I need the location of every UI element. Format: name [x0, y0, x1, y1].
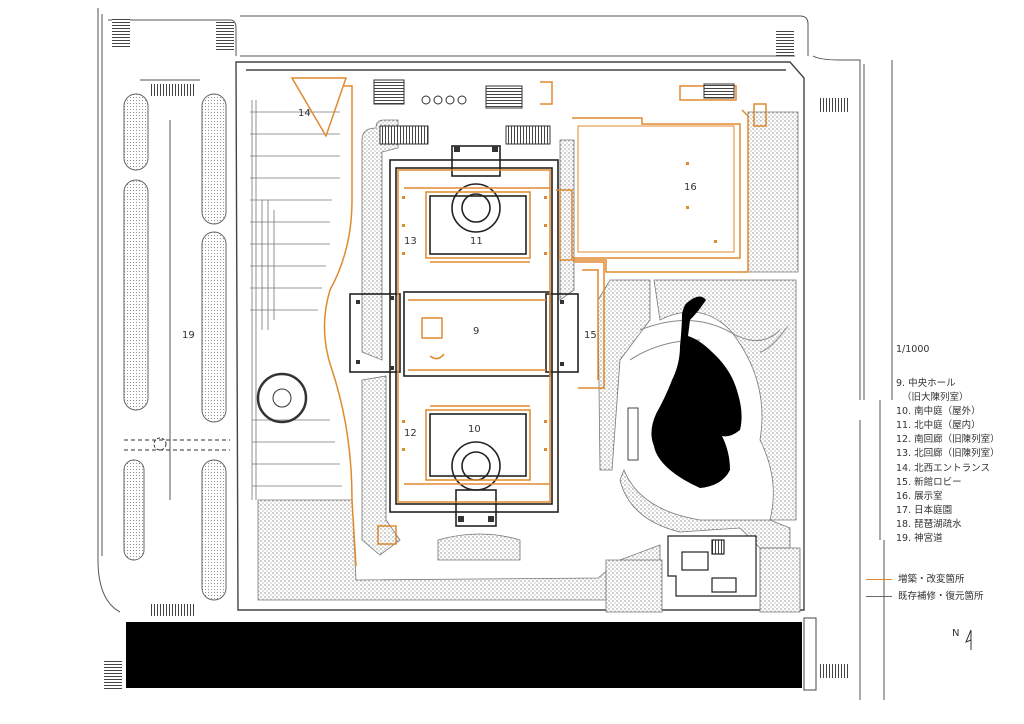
key-new-label: 増築・改変箇所 [898, 574, 965, 585]
legend-item-13: 13. 北回廊（旧陳列室） [896, 448, 1000, 460]
legend-item-14: 14. 北西エントランス [896, 462, 990, 474]
legend-item-16: 16. 展示室 [896, 490, 943, 502]
area-numbers: 9 10 11 12 13 14 15 16 19 [182, 108, 697, 439]
legend-item-15: 15. 新館ロビー [896, 476, 962, 488]
north-facilities [373, 79, 735, 145]
label-14: 14 [298, 108, 311, 119]
southeast-annex [667, 535, 757, 597]
gray-line-swatch [866, 596, 892, 597]
pond [651, 296, 742, 488]
site-boundary [235, 61, 805, 611]
jingumichi-medians [123, 93, 227, 601]
label-10: 10 [468, 424, 481, 435]
roundabout [124, 372, 308, 451]
label-16: 16 [684, 182, 697, 193]
legend-item-17: 17. 日本庭園 [896, 504, 953, 516]
street-network [97, 8, 893, 700]
legend-item-10: 10. 南中庭（屋外） [896, 406, 981, 418]
biwako-canal [126, 622, 802, 688]
legend-item-19: 19. 神宮道 [896, 533, 943, 545]
key-existing: 既存補修・復元箇所 [866, 588, 984, 602]
structural-columns [356, 146, 564, 522]
north-arrow-icon [964, 629, 972, 650]
legend-item-18: 18. 琵琶湖疏水 [896, 518, 962, 530]
label-15: 15 [584, 330, 597, 341]
legend-item-12: 12. 南回廊（旧陳列室） [896, 434, 1000, 446]
legend: 1/1000 9. 中央ホール （旧大陳列室） 10. 南中庭（屋外） 11. … [896, 344, 1022, 546]
parking-lines [250, 100, 342, 500]
addition-lines [290, 77, 767, 567]
label-19: 19 [182, 330, 195, 341]
scale-label: 1/1000 [896, 344, 930, 355]
north-arrow: N [952, 628, 977, 652]
label-13: 13 [404, 236, 417, 247]
addition-markers [402, 162, 717, 451]
crosswalks [104, 18, 850, 690]
legend-item-9-sub: （旧大陳列室） [902, 392, 969, 404]
label-11: 11 [470, 236, 483, 247]
legend-item-11: 11. 北中庭（屋内） [896, 420, 981, 432]
legend-item-9: 9. 中央ホール [896, 378, 956, 389]
north-label: N [952, 628, 960, 639]
label-9: 9 [473, 326, 479, 337]
key-new: 増築・改変箇所 [866, 571, 965, 585]
orange-line-swatch [866, 579, 892, 580]
label-12: 12 [404, 428, 417, 439]
key-existing-label: 既存補修・復元箇所 [898, 591, 984, 602]
garden-pavilion [627, 407, 639, 461]
